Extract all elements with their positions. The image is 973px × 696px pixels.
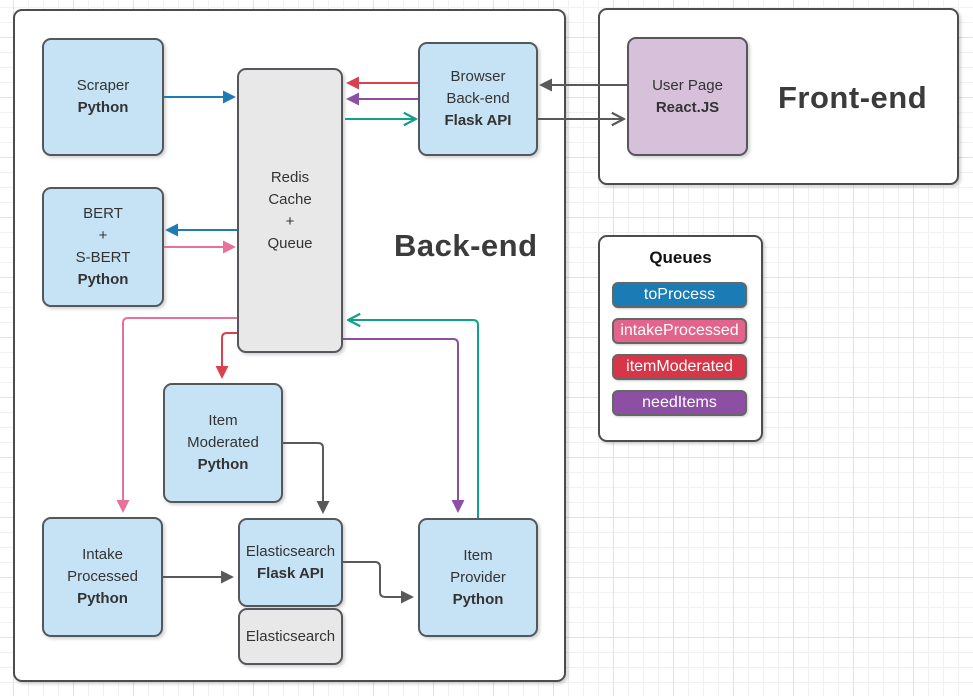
node-label: Elasticsearch	[245, 542, 336, 560]
node-label: Back-end	[446, 90, 510, 107]
node-elasticsearch[interactable]: Elasticsearch	[238, 608, 343, 665]
node-bert[interactable]: BERT + S-BERT Python	[42, 187, 164, 307]
queue-pill-intakeprocessed[interactable]: intakeProcessed	[612, 318, 747, 344]
node-label: Item	[463, 546, 493, 564]
node-label: BERT	[83, 205, 123, 222]
node-label: Scraper	[76, 77, 130, 94]
queues-legend-title: Queues	[649, 248, 712, 267]
node-label: Processed	[67, 568, 138, 585]
node-label-tech: Python	[77, 99, 129, 116]
node-label-tech: React.JS	[655, 98, 720, 116]
node-label: Provider	[450, 568, 506, 586]
queue-pill-itemmoderated[interactable]: itemModerated	[612, 354, 747, 380]
node-label: +	[285, 212, 295, 230]
node-label: Item	[208, 412, 238, 429]
node-label: S-BERT	[75, 249, 131, 266]
node-label-tech: Flask API	[444, 112, 512, 129]
node-label: Cache	[268, 190, 312, 208]
queue-pill-needitems[interactable]: needItems	[612, 390, 747, 416]
queue-pill-toprocess[interactable]: toProcess	[612, 282, 747, 308]
node-label: +	[98, 227, 108, 244]
node-browser-backend[interactable]: Browser Back-end Flask API	[418, 42, 538, 156]
node-label: Moderated	[187, 434, 259, 451]
node-user-page[interactable]: User Page React.JS	[627, 37, 748, 156]
node-intake-processed[interactable]: Intake Processed Python	[42, 517, 163, 637]
node-elasticsearch-flask-api[interactable]: Elasticsearch Flask API	[238, 518, 343, 607]
node-label: Elasticsearch	[245, 627, 336, 645]
frontend-label: Front-end	[778, 80, 928, 115]
node-redis-cache-queue[interactable]: Redis Cache + Queue	[237, 68, 343, 353]
node-label-tech: Python	[452, 590, 504, 608]
node-label: User Page	[652, 76, 723, 94]
node-item-moderated[interactable]: Item Moderated Python	[163, 383, 283, 503]
node-scraper[interactable]: Scraper Python	[42, 38, 164, 156]
node-label-tech: Python	[77, 590, 128, 607]
node-label: Queue	[267, 234, 313, 252]
node-label: Intake	[82, 546, 123, 563]
node-label-tech: Python	[77, 271, 129, 288]
node-label: Redis	[270, 168, 310, 186]
node-label-tech: Flask API	[257, 564, 324, 582]
node-label-tech: Python	[197, 456, 249, 473]
node-label: Browser	[450, 68, 506, 85]
node-item-provider[interactable]: Item Provider Python	[418, 518, 538, 637]
backend-label: Back-end	[394, 228, 538, 263]
queues-legend[interactable]: Queues toProcess intakeProcessed itemMod…	[598, 235, 763, 442]
